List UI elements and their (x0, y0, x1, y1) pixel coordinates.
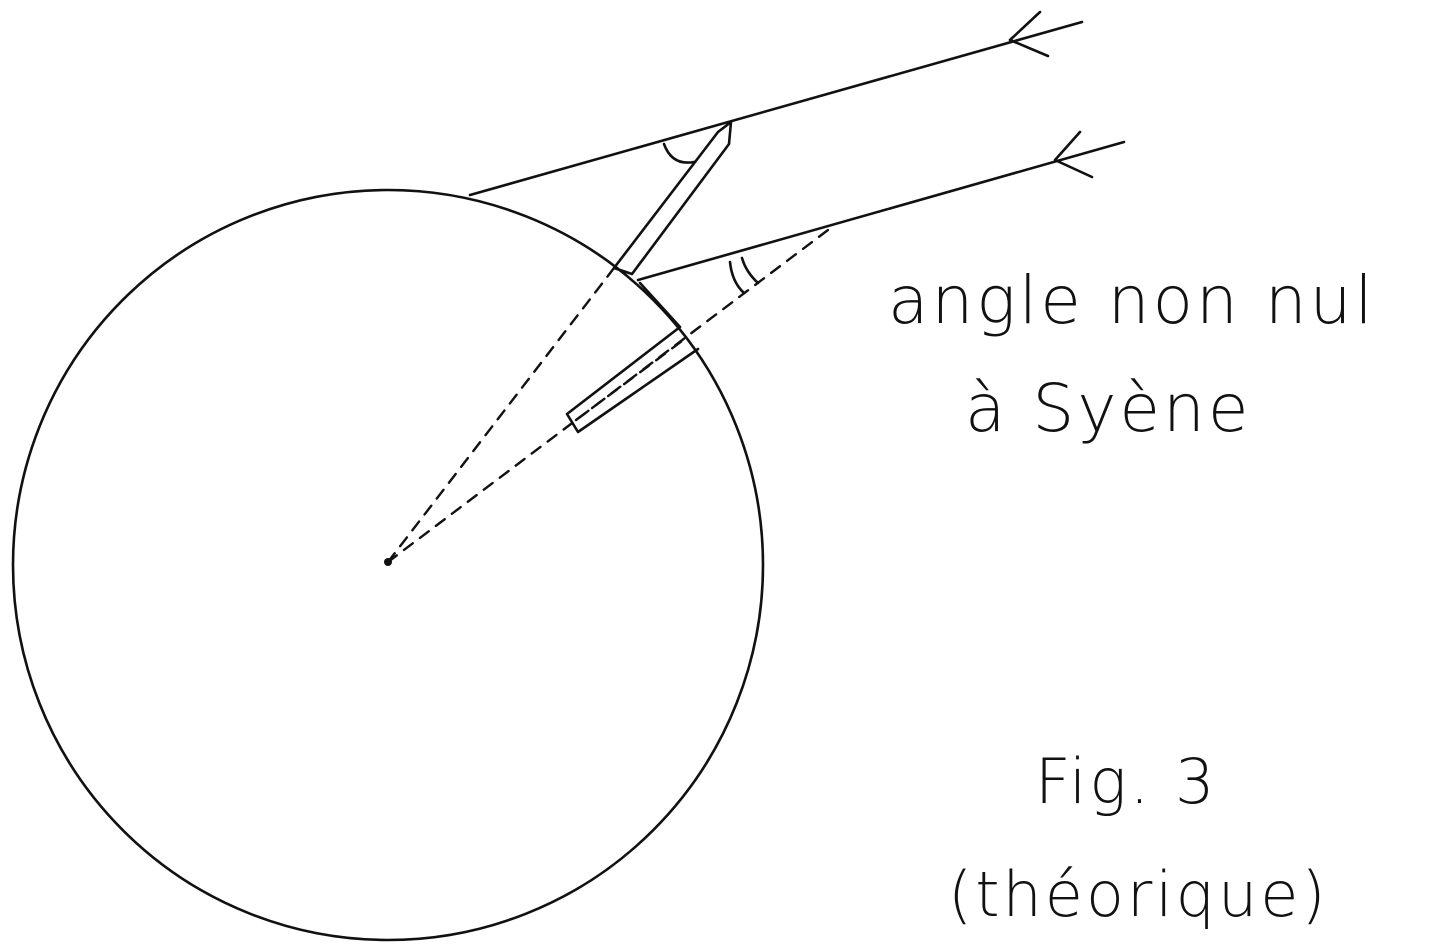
radius-lower-dashed (386, 228, 830, 564)
sun-ray-lower-arrow (1053, 130, 1094, 179)
gnomon-upper (612, 120, 733, 276)
annotation-line1: angle non nul (888, 262, 1376, 339)
sun-ray-lower (636, 140, 1126, 282)
angle-arc-upper (662, 142, 696, 164)
annotation-line2: à Syène (965, 370, 1252, 447)
earth-circle (11, 188, 765, 942)
radius-upper-dashed (386, 266, 616, 564)
figure-title: Fig. 3 (1035, 745, 1218, 818)
angle-arc-lower-outer (728, 260, 746, 295)
sun-ray-upper (468, 20, 1084, 197)
angle-arc-lower-inner (740, 256, 760, 285)
well-syene (565, 281, 700, 434)
sun-ray-upper-arrow (1008, 10, 1050, 58)
figure-subtitle: (théorique) (948, 858, 1329, 931)
